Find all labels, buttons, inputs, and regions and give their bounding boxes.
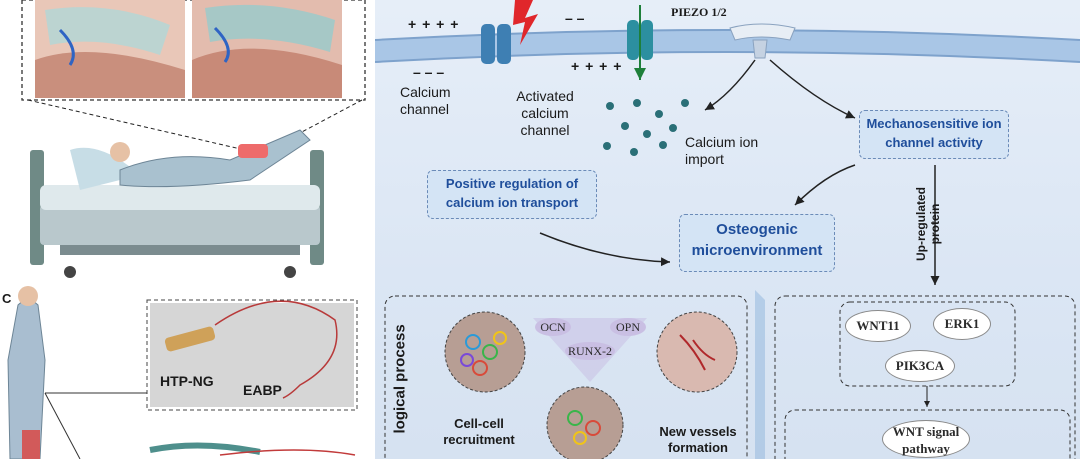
runx2-marker: RUNX-2 <box>565 342 615 360</box>
activated-channel-icon <box>627 20 639 60</box>
mechanism-panel: + + + + – – – – – + + + + PIEZO 1/2 Calc… <box>375 0 1080 459</box>
biological-process-label: logical process <box>391 324 409 434</box>
cell-recruitment-image <box>444 311 526 393</box>
biological-process-frame <box>384 295 748 459</box>
minus-charge-left: – – – <box>413 64 445 80</box>
calcium-channel-icon <box>481 24 495 64</box>
lightning-bolt-icon <box>513 0 538 45</box>
osteogenic-box: Osteogenic microenvironment <box>679 214 835 272</box>
panel-label-c: C <box>2 291 12 306</box>
piezo-channel-icon <box>729 23 796 41</box>
wnt11-protein: WNT11 <box>845 310 911 342</box>
left-illustration-panel: C HTP-NG EABP <box>0 0 375 460</box>
piezo-label: PIEZO 1/2 <box>671 5 727 19</box>
mechanism-diagram <box>375 0 1080 459</box>
device-wire <box>214 300 338 399</box>
ocn-marker: OCN <box>535 318 571 336</box>
mechanosensitive-box: Mechanosensitive ion channel activity <box>859 110 1009 159</box>
protein-frame <box>774 295 1076 459</box>
calcium-ions <box>603 99 689 156</box>
plus-charge-mid: + + + + <box>571 58 623 74</box>
calcium-channel-label: Calcium channel <box>400 84 451 117</box>
pik3ca-protein: PIK3CA <box>885 350 955 382</box>
minus-charge-mid: – – <box>565 10 585 26</box>
positive-regulation-box: Positive regulation of calcium ion trans… <box>427 170 597 219</box>
calcium-ion-import-label: Calcium ion import <box>685 134 759 167</box>
htp-ng-device <box>164 326 216 352</box>
wnt-signal-pathway: WNT signal pathway <box>882 420 970 458</box>
eabp-label: EABP <box>243 382 282 398</box>
patient-illustration <box>7 0 366 460</box>
plus-charge-left: + + + + <box>408 16 460 32</box>
new-vessels-label: New vessels formation <box>659 424 737 455</box>
new-vessels-image <box>656 311 738 393</box>
opn-marker: OPN <box>610 318 646 336</box>
up-regulated-label: Up-regulated protein <box>914 187 942 262</box>
patient-head <box>110 142 130 162</box>
knee-device <box>238 144 268 158</box>
activated-calcium-channel-label: Activated calcium channel <box>516 88 574 138</box>
htp-ng-label: HTP-NG <box>160 373 214 389</box>
cell-cell-recruitment-label: Cell-cell recruitment <box>443 416 515 447</box>
erk1-protein: ERK1 <box>933 308 991 340</box>
